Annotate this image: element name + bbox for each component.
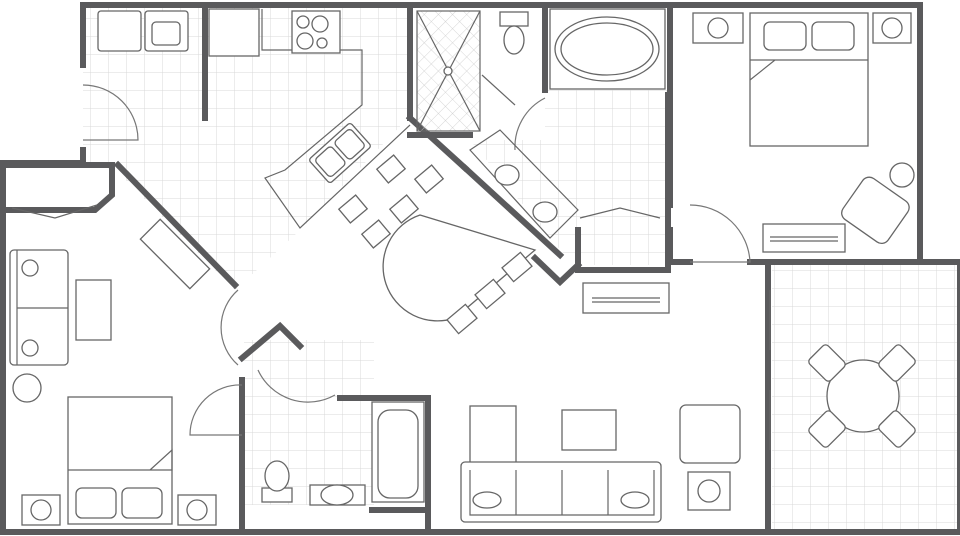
lamp-icon xyxy=(707,17,729,39)
balcony xyxy=(808,344,916,448)
entry-door-swing xyxy=(82,84,139,141)
sofa-pillow xyxy=(21,339,39,357)
armchair xyxy=(679,404,741,464)
master-bedroom xyxy=(692,12,915,253)
bar-stool xyxy=(337,194,369,224)
lamp-icon xyxy=(889,162,915,188)
sofa-pillow xyxy=(620,491,650,509)
kitchen-sink xyxy=(309,122,371,184)
sofa-pillow xyxy=(21,259,39,277)
second-bath xyxy=(261,401,425,506)
lamp-icon xyxy=(12,373,42,403)
lamp-icon xyxy=(881,17,903,39)
second-bath-tile-floor xyxy=(244,340,374,505)
coffee-table xyxy=(561,409,617,451)
burner xyxy=(316,37,328,49)
bar-stool xyxy=(360,219,392,249)
laundry-area xyxy=(97,10,189,52)
vanity-sink xyxy=(494,164,520,186)
second-bedroom xyxy=(9,218,217,526)
master-bath-door-swing xyxy=(514,97,546,151)
tv-icon xyxy=(770,236,838,242)
lamp-icon xyxy=(30,499,52,521)
patio-chair xyxy=(878,344,916,382)
dresser xyxy=(762,223,846,253)
patio-table xyxy=(826,359,900,433)
pillow xyxy=(75,487,117,519)
bathtub-basin xyxy=(560,22,654,76)
toilet xyxy=(264,460,290,492)
sofa-pillow xyxy=(472,491,502,509)
armchair xyxy=(841,176,910,245)
lamp-icon xyxy=(186,499,208,521)
dryer-window xyxy=(151,21,181,46)
master-bedroom-door-swing xyxy=(689,204,751,263)
vanity-sink xyxy=(320,484,354,506)
pillow xyxy=(763,21,807,51)
patio-chair xyxy=(808,410,846,448)
bathtub-basin xyxy=(377,409,419,499)
second-bath-door-swing xyxy=(257,369,336,403)
chaise xyxy=(469,405,517,465)
dining-chair xyxy=(501,251,533,283)
bed-blanket-fold xyxy=(749,59,868,81)
vanity-sink xyxy=(532,201,558,223)
shower-drain xyxy=(443,66,453,76)
bed-blanket-fold xyxy=(68,448,173,471)
burner xyxy=(311,15,329,33)
vanity-counter xyxy=(469,129,579,239)
toilet-tank xyxy=(499,11,529,27)
refrigerator xyxy=(208,8,260,57)
kitchen xyxy=(208,8,445,249)
master-bath-tile-floor xyxy=(470,90,668,265)
bar-stool xyxy=(413,164,445,194)
closet-door-swing xyxy=(189,384,243,436)
bar-stool xyxy=(388,194,420,224)
lamp-icon xyxy=(697,479,721,503)
burner xyxy=(296,32,314,50)
master-shower-room xyxy=(416,10,529,132)
bar-stool xyxy=(375,154,407,184)
kitchen-tile-floor xyxy=(83,6,408,290)
burner xyxy=(296,15,310,29)
coffee-table xyxy=(75,279,112,341)
dining-table xyxy=(382,214,537,322)
patio-chair xyxy=(808,344,846,382)
dining-chair xyxy=(446,303,478,335)
closet-bifold-doors xyxy=(11,204,661,219)
bar-stools xyxy=(337,154,445,249)
washer xyxy=(97,10,142,52)
doors xyxy=(11,84,771,450)
living-room xyxy=(460,282,741,523)
dining-chair xyxy=(474,278,506,310)
patio-chair xyxy=(878,410,916,448)
sofa-cushions xyxy=(16,250,68,365)
tv-icon xyxy=(592,297,660,303)
toilet xyxy=(503,25,525,55)
tile-floors xyxy=(83,6,957,531)
second-bedroom-door-swing xyxy=(220,289,239,366)
dining-area xyxy=(382,214,537,335)
pillow xyxy=(121,487,163,519)
master-bath xyxy=(469,8,666,239)
pillow xyxy=(811,21,855,51)
sofa xyxy=(460,461,662,523)
shower-glass-door xyxy=(481,74,516,106)
tv-stand xyxy=(139,218,211,290)
sofa-cushions xyxy=(469,470,655,516)
counter-top xyxy=(261,9,411,229)
